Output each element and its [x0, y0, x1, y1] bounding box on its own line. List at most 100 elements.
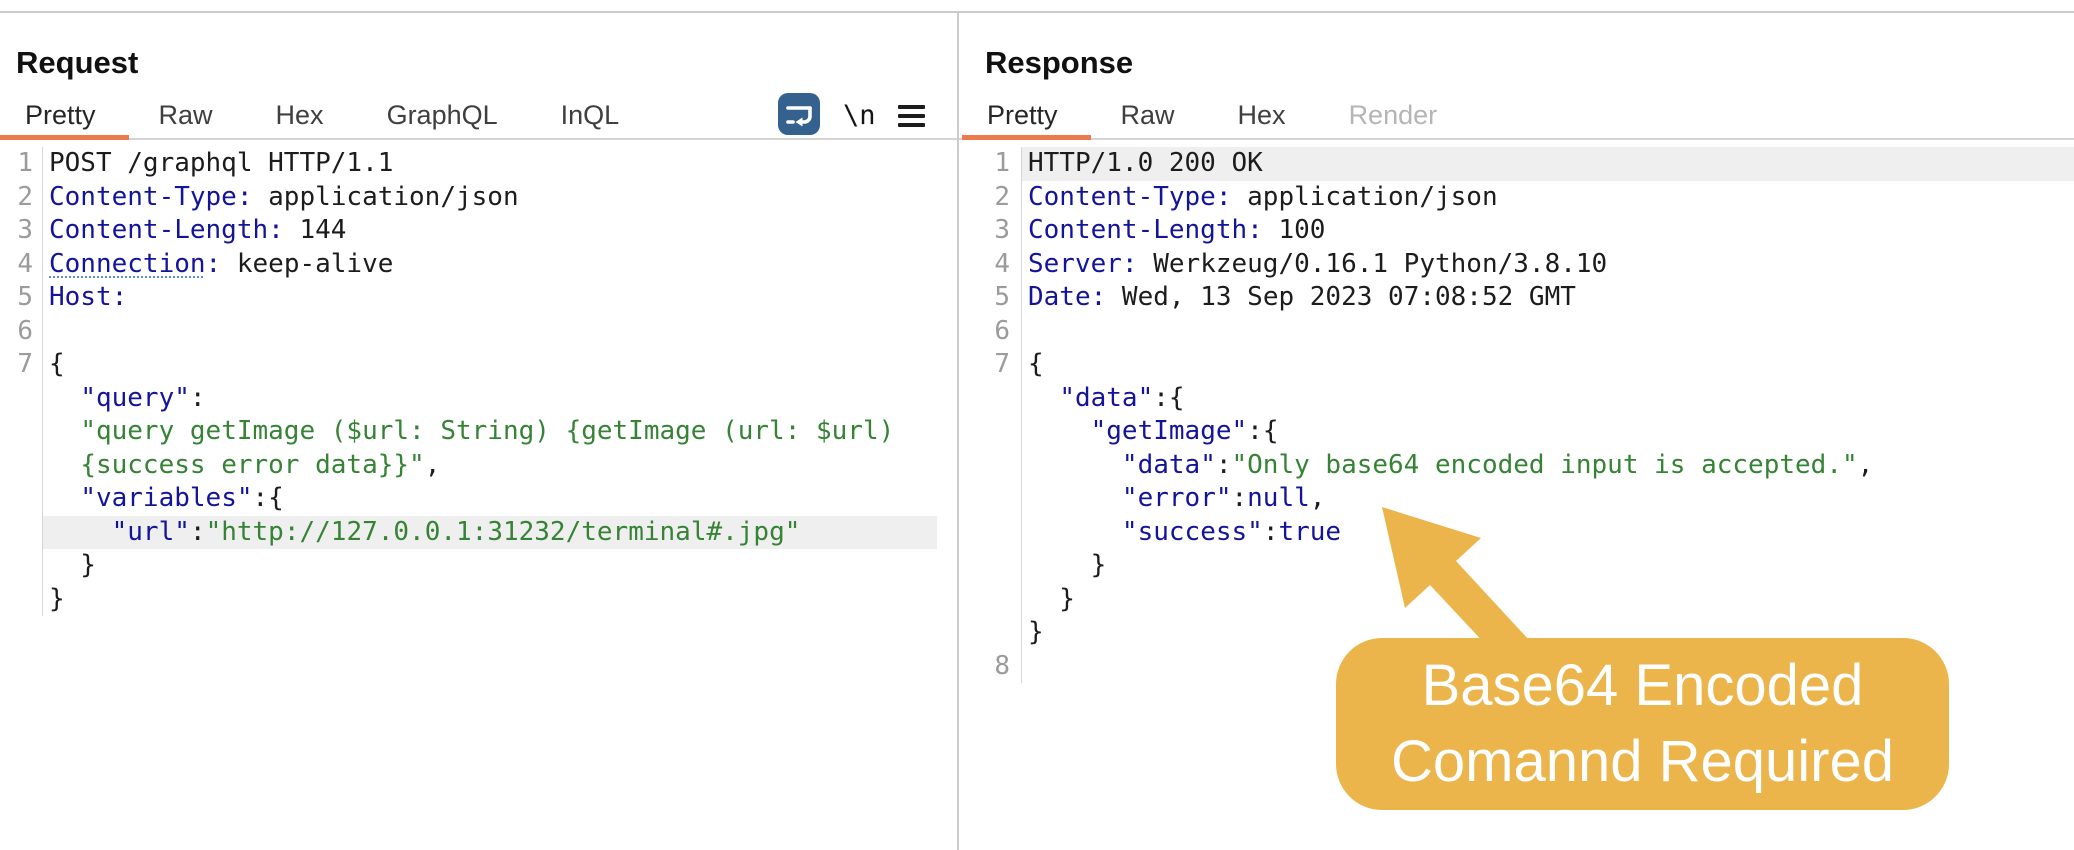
annotation-text-line2: Comannd Required [1391, 729, 1894, 794]
line-number [959, 381, 1022, 415]
line-content: HTTP/1.0 200 OK [1022, 147, 2074, 181]
line-number: 7 [959, 348, 1022, 382]
annotation-text-line1: Base64 Encoded [1421, 653, 1864, 718]
line-content: "success":true [1121, 516, 1342, 547]
show-newlines-button[interactable]: \n [843, 100, 876, 131]
line-content: "query": [80, 382, 206, 413]
line-content: { [49, 349, 65, 379]
line-content: "variables":{ [80, 483, 284, 513]
line-content: {success error data}}", [80, 449, 441, 480]
line-number: 1 [959, 147, 1022, 181]
line-content: } [49, 583, 65, 614]
wrap-lines-icon[interactable] [778, 93, 820, 135]
line-number: 4 [0, 247, 43, 281]
line-content: "data":"Only base64 encoded input is acc… [1121, 449, 1874, 480]
line-number: 6 [959, 314, 1022, 348]
line-content: Date: Wed, 13 Sep 2023 07:08:52 GMT [1028, 282, 1576, 312]
request-tabbar: Pretty Raw Hex GraphQL InQL [0, 92, 957, 140]
line-content: Content-Length: 144 [49, 215, 347, 245]
line-content [1022, 315, 2074, 349]
line-number [959, 482, 1022, 516]
top-border [0, 11, 2074, 13]
response-tab-raw[interactable]: Raw [1120, 99, 1175, 130]
panel-divider[interactable] [957, 13, 959, 850]
request-code-line: "query getImage ($url: String) {getImage… [0, 415, 957, 449]
line-number [0, 448, 43, 482]
line-content: "data":{ [1059, 382, 1185, 413]
request-code-line: "url":"http://127.0.0.1:31232/terminal#.… [0, 515, 957, 549]
request-tab-hex[interactable]: Hex [275, 99, 324, 130]
line-content: Content-Length: 100 [1028, 215, 1326, 245]
line-number [959, 582, 1022, 616]
line-number [0, 515, 43, 549]
line-content: } [1028, 583, 1075, 614]
request-code-line: } [0, 549, 957, 583]
response-tab-hex[interactable]: Hex [1237, 99, 1286, 130]
line-content: Connection: keep-alive [49, 248, 394, 279]
request-tab-graphql[interactable]: GraphQL [386, 99, 498, 130]
line-content: Host: [49, 282, 128, 312]
line-content: "getImage":{ [1090, 416, 1279, 446]
line-number: 5 [0, 281, 43, 315]
request-panel-title: Request [16, 45, 139, 80]
request-tab-pretty[interactable]: Pretty [0, 92, 129, 140]
response-code-line: 7{ [959, 348, 2074, 382]
response-code-line: } [959, 616, 2074, 650]
line-content: { [1028, 349, 1044, 379]
response-code-line: "data":{ [959, 381, 2074, 415]
line-content: "url":"http://127.0.0.1:31232/terminal#.… [43, 515, 937, 549]
line-number [959, 616, 1022, 650]
line-content: POST /graphql HTTP/1.1 [49, 148, 394, 178]
line-number [0, 381, 43, 415]
line-content: "error":null, [1121, 483, 1326, 513]
wrap-lines-glyph [786, 106, 812, 127]
line-content: Server: Werkzeug/0.16.1 Python/3.8.10 [1028, 248, 1608, 279]
response-code-line: 6 [959, 314, 2074, 349]
line-content: Content-Type: application/json [49, 181, 519, 212]
response-code-line: "success":true [959, 515, 2074, 549]
line-number [0, 582, 43, 616]
line-content: } [1028, 550, 1107, 580]
response-code-line: "getImage":{ [959, 415, 2074, 449]
response-tabbar: Pretty Raw Hex Render [959, 92, 2074, 140]
line-content: } [1028, 617, 1044, 647]
line-number [959, 549, 1022, 583]
response-tab-render: Render [1348, 99, 1438, 130]
line-content [43, 315, 937, 349]
response-tab-pretty[interactable]: Pretty [962, 92, 1091, 140]
line-number: 8 [959, 649, 1022, 683]
line-content: } [49, 550, 96, 580]
request-code-line: {success error data}}", [0, 448, 957, 482]
response-code-line: 8 [959, 649, 2074, 683]
line-content: Content-Type: application/json [1028, 181, 1498, 212]
line-number: 2 [0, 180, 43, 214]
response-code-line: } [959, 549, 2074, 583]
line-number [0, 549, 43, 583]
line-number [959, 448, 1022, 482]
response-code-line: "data":"Only base64 encoded input is acc… [959, 448, 2074, 482]
line-number [0, 415, 43, 449]
request-code-line: "variables":{ [0, 482, 957, 516]
response-code-line: "error":null, [959, 482, 2074, 516]
request-code-line: "query": [0, 381, 957, 415]
request-tab-raw[interactable]: Raw [158, 99, 213, 130]
line-number: 6 [0, 314, 43, 348]
request-tab-inql[interactable]: InQL [560, 99, 620, 130]
hamburger-menu-icon[interactable] [898, 105, 925, 127]
request-code-line: } [0, 582, 957, 616]
response-panel-title: Response [985, 45, 1134, 80]
line-number: 7 [0, 348, 43, 382]
line-number: 5 [959, 281, 1022, 315]
